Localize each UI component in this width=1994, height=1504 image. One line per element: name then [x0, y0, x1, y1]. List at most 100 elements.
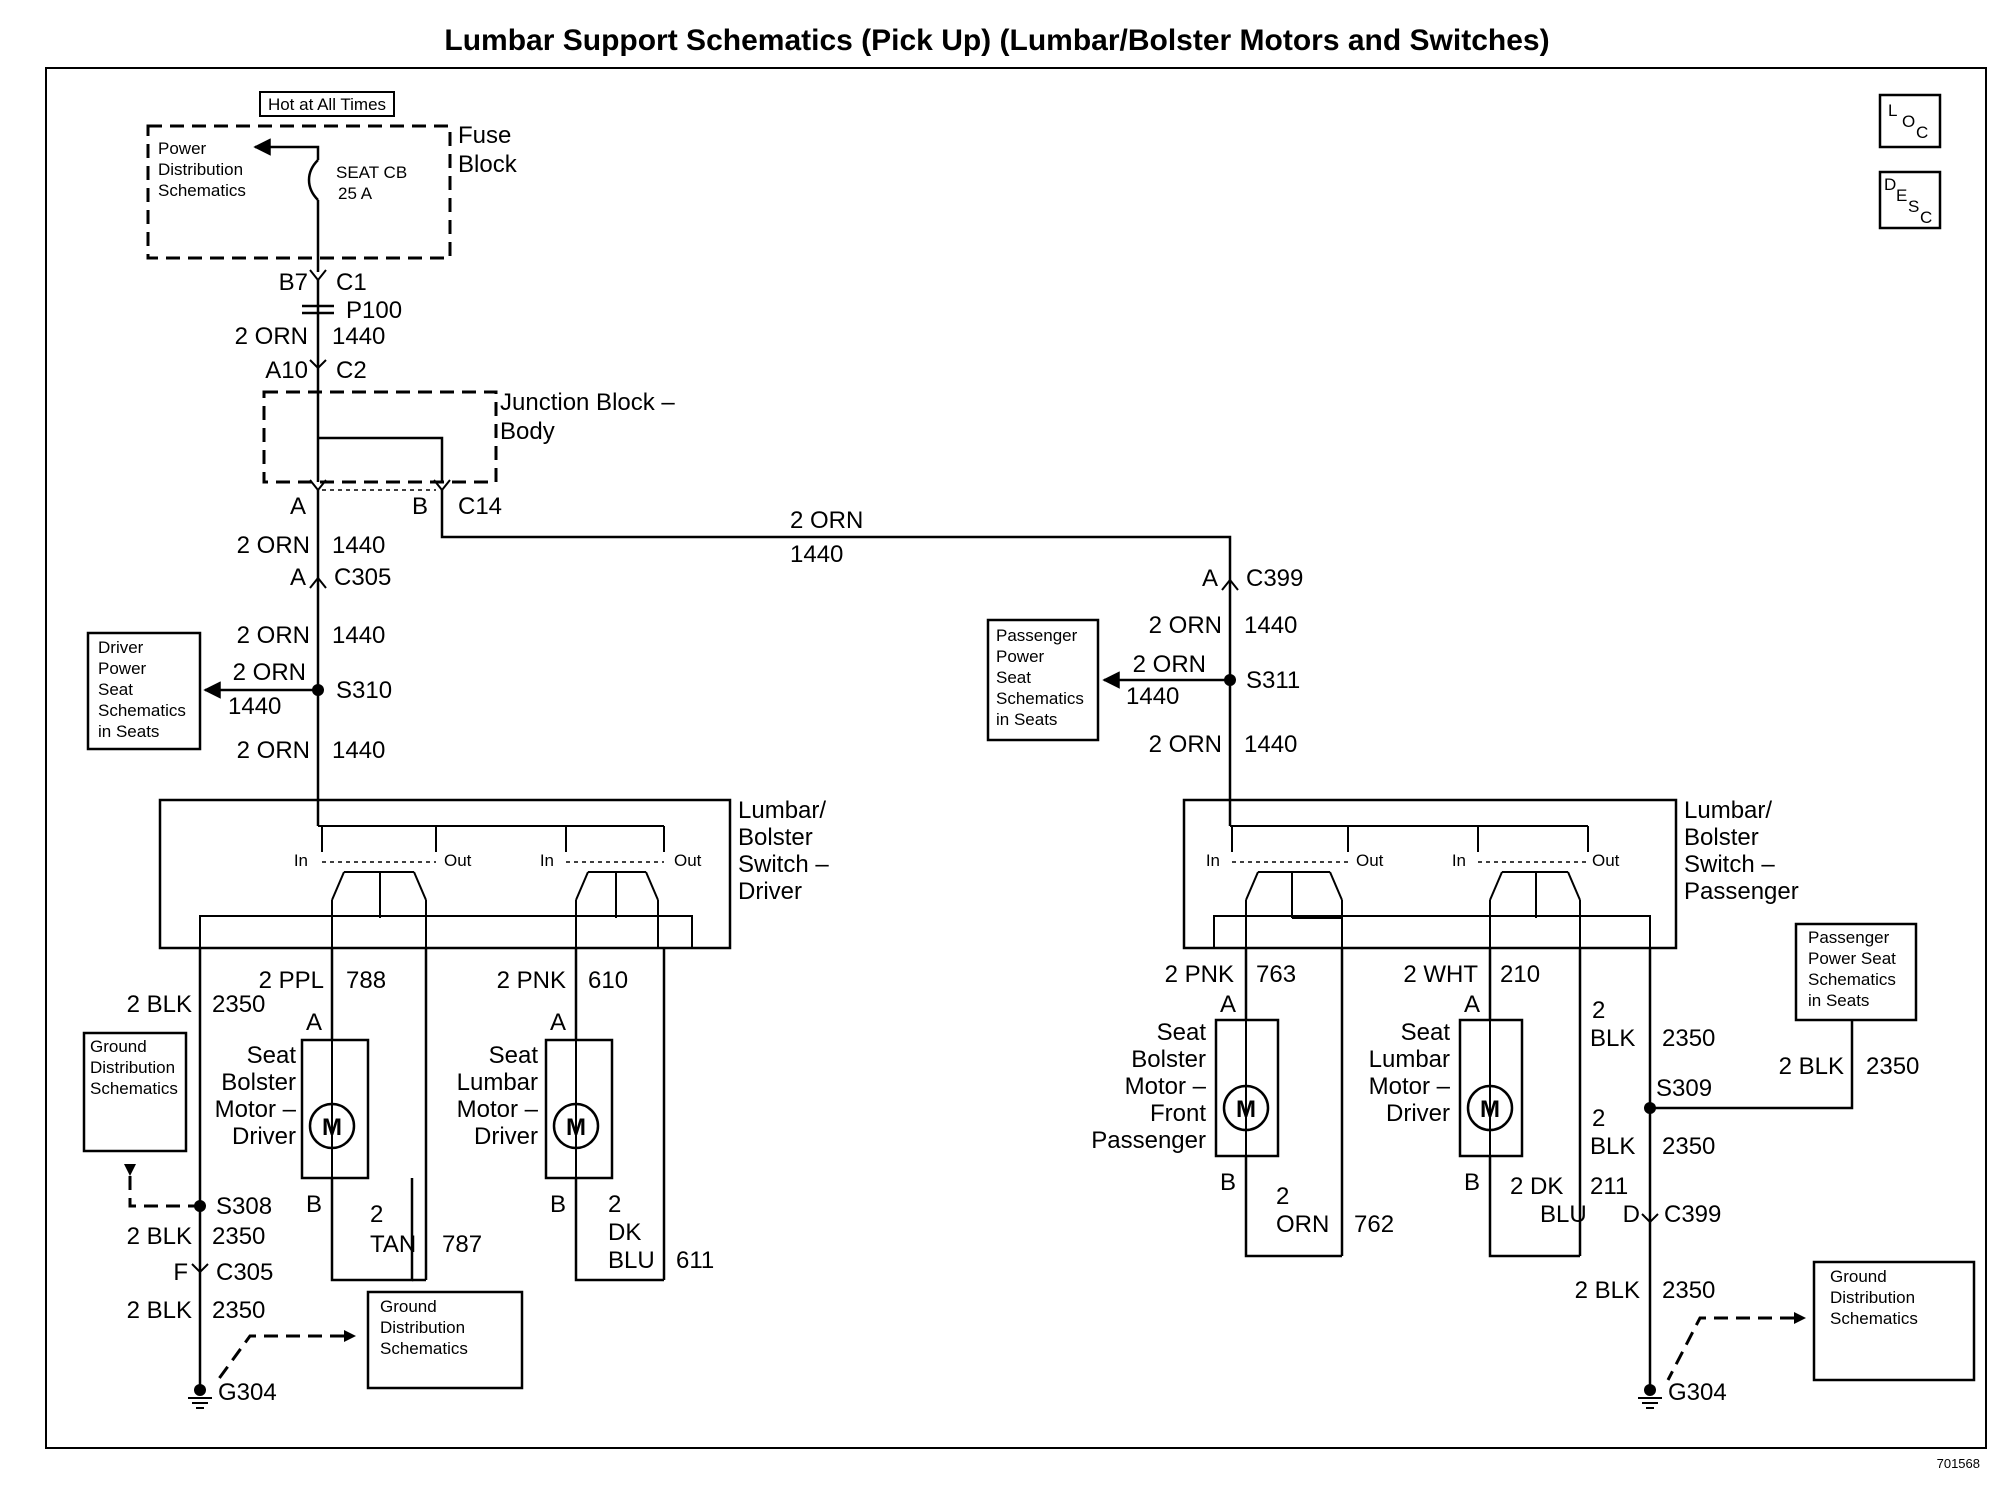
motor-bottom-circuit: 611 [676, 1247, 714, 1274]
svg-text:L: L [1888, 101, 1897, 120]
passenger-ground1-color: 2 [1592, 997, 1605, 1024]
motor-pin-a: A [1464, 991, 1480, 1018]
motor-bottom-color: BLU [608, 1247, 655, 1274]
driver-ref-line: Schematics [98, 701, 186, 720]
switch-out-label: Out [1592, 851, 1620, 870]
motor-bottom-circuit: 211 [1590, 1173, 1628, 1200]
motor-name: Lumbar [1369, 1046, 1450, 1073]
driver-ground-circuit: 2350 [212, 991, 265, 1018]
motor-bottom-circuit: 787 [442, 1231, 482, 1258]
svg-text:O: O [1902, 112, 1915, 131]
svg-text:E: E [1896, 186, 1907, 205]
switch-out-label: Out [444, 851, 472, 870]
passenger-power-seat-ref[interactable] [986, 618, 1100, 742]
motor-top-circuit: 788 [346, 967, 386, 994]
g304-label: G304 [218, 1379, 277, 1406]
ground-distribution-ref-2[interactable] [366, 1290, 524, 1390]
motor-icon [1466, 1084, 1514, 1132]
s308-label: S308 [216, 1193, 272, 1220]
driver-ground3-color: 2 BLK [127, 1297, 192, 1324]
cross-wire-circuit: 1440 [790, 541, 843, 568]
junction-pin-b-label: B [412, 493, 428, 520]
driver-wire2-color: 2 ORN [237, 622, 310, 649]
ground-ref-line: Schematics [380, 1339, 468, 1358]
pin-b7-label: B7 [279, 269, 308, 296]
seat-cb-label: SEAT CB [336, 163, 407, 182]
svg-text:S: S [1908, 197, 1919, 216]
motor-symbol: M [322, 1114, 342, 1141]
driver-switch-label: Bolster [738, 824, 813, 851]
switch-in-label: In [1206, 851, 1220, 870]
driver-wire3-color: 2 ORN [237, 737, 310, 764]
motor-symbol: M [1236, 1096, 1256, 1123]
driver-switch-label: Lumbar/ [738, 797, 826, 824]
diagram-border [45, 67, 1987, 1449]
fuse-block-label-2: Block [458, 151, 518, 178]
passenger-ref-line: in Seats [996, 710, 1057, 729]
passenger-branch-color: 2 ORN [1133, 651, 1206, 678]
motor-pin-b: B [550, 1191, 566, 1218]
passenger-ref-line: Schematics [996, 689, 1084, 708]
passenger-ground2-circuit: 2350 [1662, 1133, 1715, 1160]
motor-name: Bolster [1131, 1046, 1206, 1073]
driver-ref-line: Seat [98, 680, 133, 699]
motor-bottom-circuit: 762 [1354, 1211, 1394, 1238]
motor-name: Motor – [1125, 1073, 1207, 1100]
driver-switch-label: Switch – [738, 851, 829, 878]
lumbar-bolster-switch-driver: Lumbar/ Bolster Switch – Driver In Out I… [158, 797, 829, 950]
motor-name: Lumbar [457, 1069, 538, 1096]
motor-bottom-color: 2 [1276, 1183, 1289, 1210]
location-icon[interactable]: L O C [1878, 93, 1942, 149]
s310-label: S310 [336, 677, 392, 704]
c305-label: C305 [334, 564, 391, 591]
connector-c2-label: C2 [336, 357, 367, 384]
junction-pin-a-label: A [290, 493, 306, 520]
pass-ref-line: Schematics [1808, 970, 1896, 989]
motor-top-color: 2 PPL [259, 967, 324, 994]
power-distribution-ref-2: Distribution [158, 160, 243, 179]
driver-branch-circuit: 1440 [228, 693, 281, 720]
seat-cb-rating: 25 A [338, 184, 373, 203]
motor-name: Driver [232, 1123, 296, 1150]
motor-pin-b: B [1220, 1169, 1236, 1196]
passenger-outputs [1244, 948, 1652, 1390]
driver-wire1-color: 2 ORN [237, 532, 310, 559]
s311-label: S311 [1246, 667, 1300, 694]
connector-c14-label: C14 [458, 493, 502, 520]
p100-label: P100 [346, 297, 402, 324]
motor-name: Passenger [1091, 1127, 1206, 1154]
motor-name: Motor – [1369, 1073, 1451, 1100]
passenger-wire2-circuit: 1440 [1244, 731, 1297, 758]
pass-ref-line: in Seats [1808, 991, 1869, 1010]
switch-in-label: In [1452, 851, 1466, 870]
ground-distribution-ref[interactable] [82, 1031, 188, 1153]
driver-outputs: 2 BLK 2350 [127, 948, 666, 1390]
motor-name: Seat [1401, 1019, 1451, 1046]
lumbar-bolster-switch-passenger: Lumbar/ Bolster Switch – Passenger In Ou… [1182, 797, 1799, 950]
cross-wire: 2 ORN 1440 [440, 490, 1232, 580]
motor-bottom-color: BLU [1540, 1201, 1587, 1228]
ground-ref-line: Distribution [1830, 1288, 1915, 1307]
circuit-number-label: 1440 [332, 323, 385, 350]
description-icon[interactable]: D E S C [1878, 170, 1942, 230]
driver-ground-color: 2 BLK [127, 991, 192, 1018]
passenger-wire2-color: 2 ORN [1149, 731, 1222, 758]
motor-top-color: 2 PNK [497, 967, 566, 994]
passenger-ground3-circuit: 2350 [1662, 1277, 1715, 1304]
driver-wire1-circuit: 1440 [332, 532, 385, 559]
motor-bottom-color: 2 [608, 1191, 621, 1218]
motor-pin-b: B [306, 1191, 322, 1218]
driver-power-seat-ref[interactable] [86, 631, 202, 751]
motor-icon [308, 1102, 356, 1150]
svg-text:D: D [1884, 175, 1896, 194]
motor-bottom-color: ORN [1276, 1211, 1329, 1238]
pass-ref-line: Power Seat [1808, 949, 1896, 968]
passenger-switch-label: Lumbar/ [1684, 797, 1772, 824]
seat-bolster-motor-driver: 2 PPL 788 A M Seat Bolster Motor – Drive… [215, 967, 482, 1282]
driver-ref-line: Power [98, 659, 147, 678]
passenger-power-seat-ref-2[interactable] [1794, 922, 1918, 1022]
motor-pin-a: A [306, 1009, 322, 1036]
passenger-ref-wire-circuit: 2350 [1866, 1053, 1919, 1080]
driver-switch-label: Driver [738, 878, 802, 905]
ground-distribution-ref-3[interactable] [1812, 1260, 1976, 1382]
